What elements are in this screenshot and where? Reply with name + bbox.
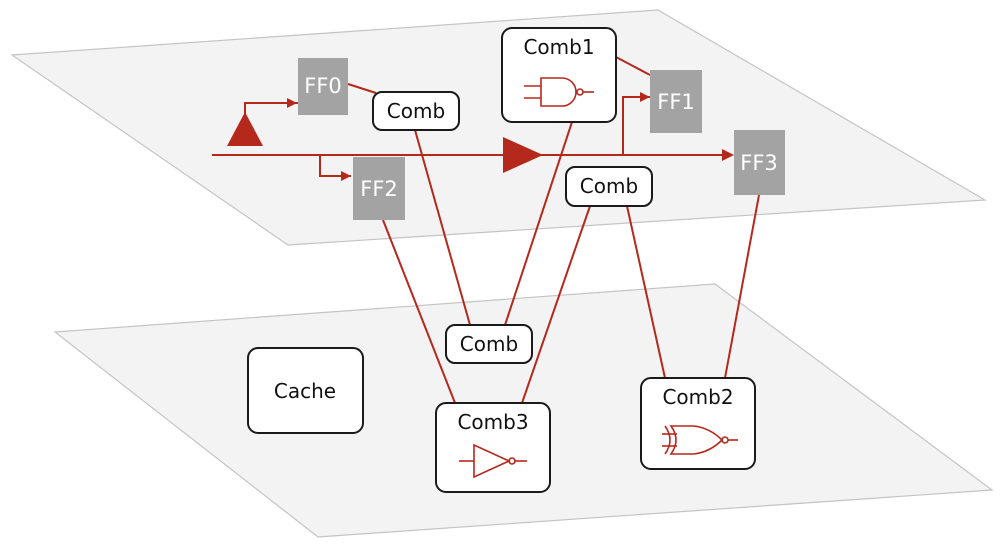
- clock-buffer-up-icon: [227, 112, 263, 146]
- comb-top-left-label: Comb: [387, 99, 445, 123]
- comb1-to-ff1-wire: [615, 56, 651, 76]
- and-gate-icon: [524, 77, 594, 107]
- comb1-label: Comb1: [523, 35, 594, 59]
- ff1-box: [650, 70, 702, 133]
- wire-comb-to-comb-bottom: [414, 129, 471, 326]
- wire-comb-mid-to-comb3: [521, 205, 591, 404]
- top-layer-plane: [10, 9, 988, 246]
- comb2-label: Comb2: [662, 385, 733, 409]
- comb-bottom-box: [445, 324, 533, 364]
- comb3-box: [435, 402, 551, 493]
- xnor-gate-icon: [662, 425, 738, 455]
- ff3-box: [734, 130, 785, 195]
- comb-top-mid-box: [565, 166, 653, 207]
- cache-label: Cache: [274, 379, 336, 403]
- ff2-arrowhead: [341, 171, 351, 181]
- clock-to-ff2-wire: [319, 155, 351, 177]
- arrowheads: [287, 92, 734, 181]
- comb3-label: Comb3: [457, 410, 528, 434]
- ff3: FF3: [734, 130, 785, 195]
- comb1: Comb1: [501, 27, 617, 123]
- not-gate-icon: [459, 443, 527, 479]
- comb2: Comb2: [640, 377, 756, 470]
- ff0-label: FF0: [304, 74, 342, 98]
- ff0: FF0: [298, 58, 348, 115]
- ff1-arrowhead: [640, 92, 650, 102]
- ff2: FF2: [353, 157, 405, 220]
- comb-top-left-box: [372, 91, 460, 131]
- ff0-arrowhead: [287, 98, 297, 108]
- ff2-label: FF2: [360, 177, 398, 201]
- ff1: FF1: [650, 70, 702, 133]
- comb-top-mid-label: Comb: [580, 174, 638, 198]
- flip-flops: FF0 FF1 FF2 FF3: [298, 58, 785, 220]
- wire-comb-mid-to-comb2: [626, 205, 666, 379]
- clock-buffer-icons: [227, 112, 543, 173]
- wire-ff2-to-comb3: [382, 219, 456, 404]
- comb-top-left: Comb: [372, 91, 460, 131]
- ff0-to-comb-wire: [347, 83, 377, 94]
- ff3-arrowhead: [722, 149, 734, 161]
- comb-bottom-label: Comb: [460, 332, 518, 356]
- ff0-box: [298, 58, 348, 115]
- comb3: Comb3: [435, 402, 551, 493]
- comb-bottom: Comb: [445, 324, 533, 364]
- ff2-box: [353, 157, 405, 220]
- bottom-blocks: Comb Cache Comb3 Comb2: [247, 324, 756, 493]
- cache: Cache: [247, 347, 364, 434]
- clock-buffer-right-icon: [503, 137, 543, 173]
- ff3-label: FF3: [740, 151, 778, 175]
- cache-box: [247, 347, 364, 434]
- top-comb-blocks: Comb Comb1 Comb: [372, 27, 653, 207]
- wire-ff3-to-comb2: [724, 194, 760, 379]
- comb-top-mid: Comb: [565, 166, 653, 207]
- ff1-label: FF1: [657, 90, 695, 114]
